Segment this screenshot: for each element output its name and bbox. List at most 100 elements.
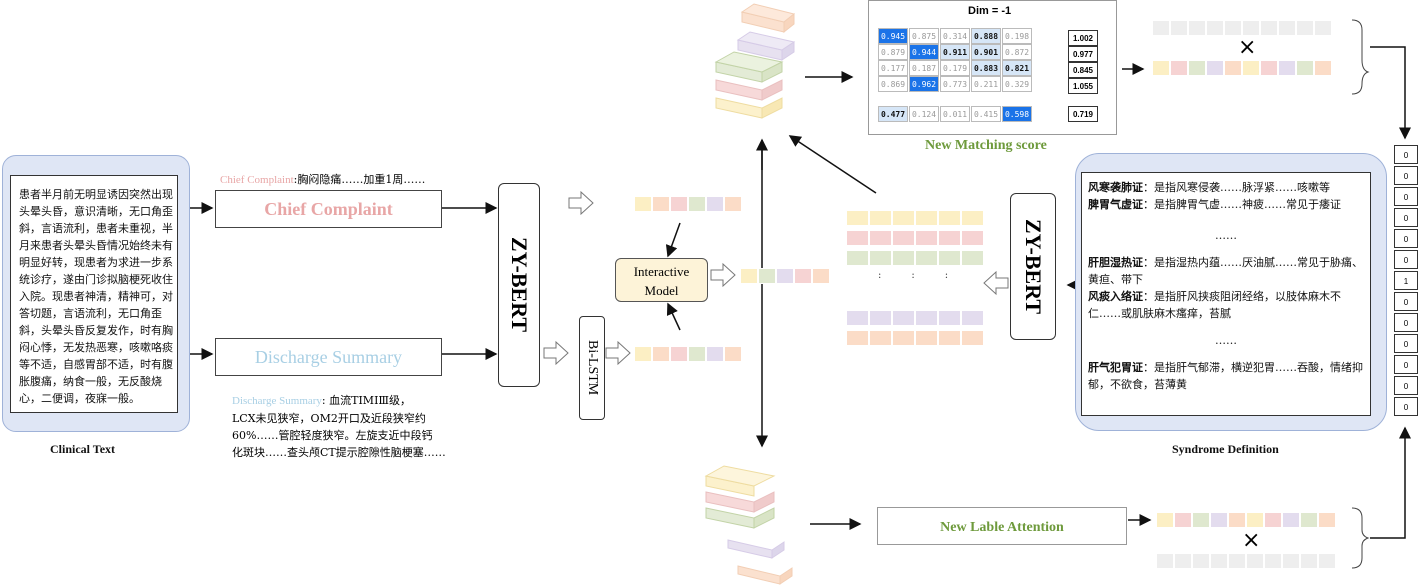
output-vector-cell: 0 [1394, 166, 1418, 185]
syndrome-def: ：是指风寒侵袭……脉浮紧……咳嗽等 [1143, 181, 1330, 194]
matrix-cell: 0.179 [940, 60, 970, 76]
syndrome-term: 肝胆湿热证 [1088, 256, 1143, 269]
hollow-arrow-4 [710, 262, 736, 288]
matrix-cell: 0.879 [878, 44, 908, 60]
syndrome-entry: 肝胆湿热证：是指湿热内蕴……厌油腻……常见于胁痛、黄疸、带下 [1088, 254, 1364, 288]
syndrome-term: 风痰入络证 [1088, 290, 1143, 303]
output-vector-cell: 0 [1394, 250, 1418, 269]
discharge-summary-box: Discharge Summary [215, 338, 442, 376]
arrow-diag [788, 135, 877, 194]
matrix-cell: 0.872 [1002, 44, 1032, 60]
arrow-top-to-output [1370, 46, 1411, 140]
bottom-score: 0.719 [1068, 106, 1098, 122]
output-vector-cell: 0 [1394, 208, 1418, 227]
stacked-embedding-bottom [704, 465, 793, 585]
vector-strip-color-top [1152, 60, 1332, 80]
brace-bottom [1351, 507, 1370, 569]
row-score: 0.845 [1068, 62, 1098, 78]
bilstm-block: Bi-LSTM [579, 316, 605, 420]
matrix-cell: 0.962 [909, 76, 939, 92]
zy-bert-left: ZY-BERT [498, 183, 540, 387]
clinical-text-body: 患者半月前无明显诱因突然出现头晕头昏，意识清晰，无口角歪斜，言语流利，患者未重视… [10, 175, 178, 413]
matrix-cell: 0.329 [1002, 76, 1032, 92]
matrix-cell: 0.314 [940, 28, 970, 44]
vector-strip-grey-top [1152, 20, 1332, 40]
label-attention-box: New Lable Attention [877, 507, 1127, 545]
discharge-summary-tag: Discharge Summary [232, 395, 322, 407]
token-strip-chief [634, 196, 742, 216]
hollow-arrow-3 [605, 340, 631, 366]
dim-label: Dim = -1 [968, 5, 1012, 17]
syndrome-entry: 风寒袭肺证：是指风寒侵袭……脉浮紧……咳嗽等 [1088, 179, 1364, 196]
matrix-cell: 0.901 [971, 44, 1001, 60]
label-attention-text: New Lable Attention [940, 520, 1064, 535]
multiply-sign-top: × [1238, 35, 1257, 60]
syndrome-term: 肝气犯胃证 [1088, 361, 1143, 374]
interactive-model-line2: Model [644, 283, 679, 298]
output-vector-cell: 0 [1394, 313, 1418, 332]
zy-bert-right: ZY-BERT [1010, 193, 1056, 340]
syndrome-entry: 风痰入络证：是指肝风挟痰阻闭经络，以肢体麻木不仁……或肌肤麻木瘙痒，苔腻 [1088, 288, 1364, 322]
arrow-bottom-to-output [1370, 426, 1411, 539]
matrix-cell: 0.773 [940, 76, 970, 92]
discharge-line-4: 化斑块……查头颅CT提示腔隙性脑梗塞…… [232, 446, 446, 459]
stacked-embedding-top [714, 3, 796, 119]
output-vector-cell: 0 [1394, 334, 1418, 353]
interactive-model-box: Interactive Model [615, 258, 708, 302]
discharge-line-3: 60%……管腔轻度狭窄。左旋支近中段钙 [232, 429, 433, 442]
discharge-line-1: : 血流TIMIⅢ级， [321, 394, 412, 407]
syndrome-term: 脾胃气虚证 [1088, 198, 1143, 211]
output-vector-cell: 0 [1394, 145, 1418, 164]
row-score: 0.977 [1068, 46, 1098, 62]
syndrome-def: ：是指肝风挟痰阻闭经络，以肢体麻木不仁……或肌肤麻木瘙痒，苔腻 [1088, 290, 1341, 320]
matrix-cell: 0.888 [971, 28, 1001, 44]
hollow-arrow-5 [983, 270, 1009, 296]
row-score: 1.055 [1068, 78, 1098, 94]
matrix-cell: 0.821 [1002, 60, 1032, 76]
output-vector-cell: 0 [1394, 397, 1418, 416]
arrow-to-model-bottom [666, 302, 681, 331]
discharge-line-2: LCX未见狭窄，OM2开口及近段狭窄约 [232, 412, 426, 425]
syndrome-ellipsis: …… [1215, 334, 1237, 347]
matrix-cell: 0.198 [1002, 28, 1032, 44]
syndrome-def: ：是指湿热内蕴……厌油腻……常见于胁痛、黄疸、带下 [1088, 256, 1363, 286]
matrix-cell: 0.177 [878, 60, 908, 76]
discharge-summary-snippet: Discharge Summary: 血流TIMIⅢ级， LCX未见狭窄，OM2… [232, 392, 472, 461]
token-strip-interactive [740, 268, 830, 288]
syndrome-def: ：是指脾胃气虚……神疲……常见于痿证 [1143, 198, 1341, 211]
output-vector-cell: 0 [1394, 187, 1418, 206]
zy-bert-left-label: ZY-BERT [507, 237, 532, 333]
matrix-bottom-cell: 0.415 [971, 106, 1001, 122]
syndrome-def: ：是指肝气郁滞，横逆犯胃……吞酸，情绪抑郁，不欲食，苔薄黄 [1088, 361, 1363, 391]
vector-strip-grey-bottom [1156, 553, 1336, 573]
output-vector-cell: 0 [1394, 376, 1418, 395]
matrix-cell: 0.869 [878, 76, 908, 92]
syndrome-entry: 脾胃气虚证：是指脾胃气虚……神疲……常见于痿证 [1088, 196, 1364, 213]
clinical-text-caption: Clinical Text [50, 442, 116, 456]
row-score: 1.002 [1068, 30, 1098, 46]
chief-complaint-box: Chief Complaint [215, 190, 442, 228]
matrix-bottom-cell: 0.011 [940, 106, 970, 122]
matching-caption: New Matching score [925, 138, 1047, 153]
matrix-cell: 0.211 [971, 76, 1001, 92]
output-vector-cell: 1 [1394, 271, 1418, 290]
syndrome-caption: Syndrome Definition [1172, 442, 1279, 456]
token-strip-discharge [634, 346, 742, 366]
hollow-arrow-2 [543, 340, 569, 366]
arrow-to-model-top [665, 222, 681, 258]
syndrome-ellipsis: …… [1215, 229, 1237, 242]
interactive-model-line1: Interactive [633, 264, 690, 279]
matrix-cell: 0.945 [878, 28, 908, 44]
multiply-sign-bottom: × [1242, 528, 1261, 553]
vector-strip-color-bottom [1156, 512, 1336, 532]
matrix-cell: 0.911 [940, 44, 970, 60]
output-vector-cell: 0 [1394, 229, 1418, 248]
matrix-cell: 0.187 [909, 60, 939, 76]
matrix-bottom-cell: 0.124 [909, 106, 939, 122]
matrix-bottom-cell: 0.598 [1002, 106, 1032, 122]
output-vector-cell: 0 [1394, 292, 1418, 311]
syndrome-entry: 肝气犯胃证：是指肝气郁滞，横逆犯胃……吞酸，情绪抑郁，不欲食，苔薄黄 [1088, 359, 1364, 393]
